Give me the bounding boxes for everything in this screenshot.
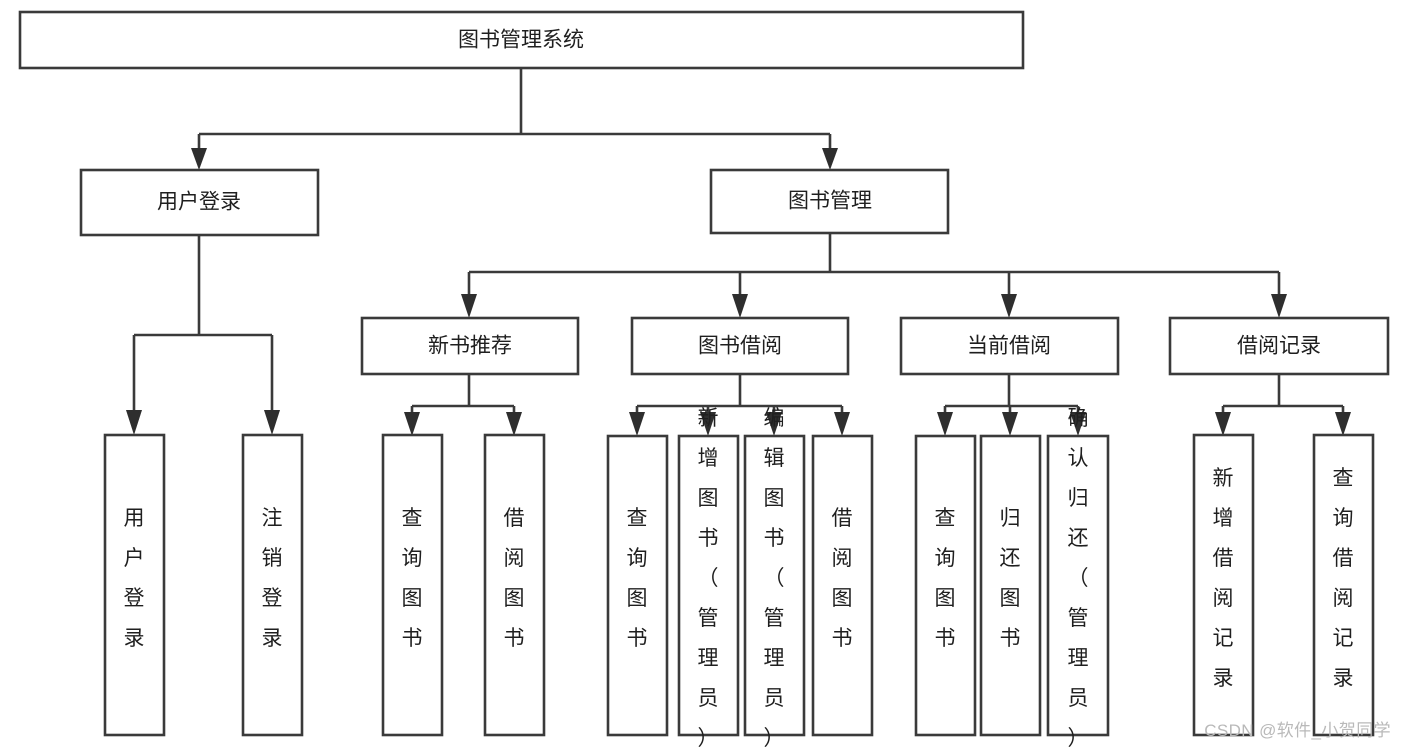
node-leaf-edit-book[interactable]: 编辑图书（管理员） — [743, 407, 806, 747]
node-book-borrow-label: 图书借阅 — [698, 335, 782, 358]
arrow-head-user-login — [191, 148, 207, 170]
node-new-book-recommend[interactable]: 新书推荐 — [360, 316, 580, 376]
connector-group-book-manage — [461, 233, 1287, 318]
node-borrow-record-label: 借阅记录 — [1237, 335, 1321, 358]
connector-group-new-book-recommend — [404, 374, 522, 436]
node-book-manage-label: 图书管理 — [788, 190, 872, 213]
node-leaf-query-book-2-label: 查询图书 — [627, 507, 648, 650]
arrow-head-leaf-query-book-3 — [937, 412, 953, 436]
node-leaf-query-book-1[interactable]: 查询图书 — [381, 433, 444, 737]
node-current-borrow-box[interactable] — [899, 316, 1120, 376]
node-root[interactable]: 图书管理系统 — [18, 10, 1025, 70]
node-leaf-query-book-3[interactable]: 查询图书 — [914, 434, 977, 737]
node-leaf-borrow-book-1-label: 借阅图书 — [504, 507, 525, 650]
arrow-head-leaf-confirm-return — [1070, 412, 1086, 436]
connector-group-current-borrow — [937, 374, 1086, 436]
node-root-label: 图书管理系统 — [458, 29, 584, 52]
node-user-login[interactable]: 用户登录 — [79, 168, 320, 237]
node-leaf-return-book[interactable]: 归还图书 — [979, 434, 1042, 737]
node-leaf-user-login-box[interactable] — [103, 433, 166, 737]
connector-group-user-login — [126, 235, 280, 435]
node-leaf-add-record[interactable]: 新增借阅记录 — [1192, 433, 1255, 737]
node-leaf-user-login[interactable]: 用户登录 — [103, 433, 166, 737]
node-new-book-recommend-box[interactable] — [360, 316, 580, 376]
node-leaf-borrow-book-2-box[interactable] — [811, 434, 874, 737]
node-root-box[interactable] — [18, 10, 1025, 70]
node-leaf-user-login-label: 用户登录 — [124, 507, 145, 650]
arrow-head-borrow-record — [1271, 294, 1287, 318]
arrow-head-leaf-return-book — [1002, 412, 1018, 436]
node-user-login-box[interactable] — [79, 168, 320, 237]
node-leaf-query-book-2[interactable]: 查询图书 — [606, 434, 669, 737]
node-new-book-recommend-label: 新书推荐 — [428, 335, 512, 358]
connector-group-book-borrow — [629, 374, 850, 436]
node-leaf-logout[interactable]: 注销登录 — [241, 433, 304, 737]
arrow-head-leaf-add-record — [1215, 412, 1231, 436]
arrow-head-leaf-user-login — [126, 410, 142, 435]
node-user-login-label: 用户登录 — [157, 191, 241, 214]
connector-group-root — [191, 68, 838, 170]
node-book-manage[interactable]: 图书管理 — [709, 168, 950, 235]
node-leaf-edit-book-label: 编辑图书（管理员） — [764, 407, 785, 747]
node-leaf-query-book-1-label: 查询图书 — [402, 507, 423, 650]
node-leaf-borrow-book-2[interactable]: 借阅图书 — [811, 434, 874, 737]
node-leaf-confirm-return-label: 确认归还（管理员） — [1068, 407, 1089, 747]
arrow-head-leaf-query-book-2 — [629, 412, 645, 436]
node-leaf-logout-box[interactable] — [241, 433, 304, 737]
node-leaf-query-record-label: 查询借阅记录 — [1333, 467, 1354, 690]
node-leaf-add-book-label: 新增图书（管理员） — [698, 407, 719, 747]
node-leaf-confirm-return-box[interactable] — [1046, 434, 1110, 737]
node-book-manage-box[interactable] — [709, 168, 950, 235]
arrow-head-leaf-edit-book — [766, 412, 782, 436]
arrow-head-leaf-add-book — [700, 412, 716, 436]
node-leaf-borrow-book-2-label: 借阅图书 — [832, 507, 853, 650]
node-leaf-add-record-box[interactable] — [1192, 433, 1255, 737]
node-borrow-record[interactable]: 借阅记录 — [1168, 316, 1390, 376]
node-leaf-query-book-3-box[interactable] — [914, 434, 977, 737]
node-current-borrow-label: 当前借阅 — [967, 335, 1051, 358]
arrow-head-leaf-query-record — [1335, 412, 1351, 436]
arrow-head-current-borrow — [1001, 294, 1017, 318]
node-leaf-query-book-1-box[interactable] — [381, 433, 444, 737]
node-current-borrow[interactable]: 当前借阅 — [899, 316, 1120, 376]
csdn-watermark: CSDN @软件_小贺同学 — [1204, 721, 1391, 740]
node-leaf-add-record-label: 新增借阅记录 — [1213, 467, 1234, 690]
node-leaf-query-book-3-label: 查询图书 — [935, 507, 956, 650]
node-leaf-borrow-book-1[interactable]: 借阅图书 — [483, 433, 546, 737]
node-book-borrow-box[interactable] — [630, 316, 850, 376]
node-leaf-logout-label: 注销登录 — [262, 507, 283, 650]
node-leaf-confirm-return[interactable]: 确认归还（管理员） — [1046, 407, 1110, 747]
node-book-borrow[interactable]: 图书借阅 — [630, 316, 850, 376]
node-leaf-query-record-box[interactable] — [1312, 433, 1375, 737]
node-leaf-add-book[interactable]: 新增图书（管理员） — [677, 407, 740, 747]
node-leaf-query-record[interactable]: 查询借阅记录 — [1312, 433, 1375, 737]
node-leaf-edit-book-box[interactable] — [743, 434, 806, 737]
arrow-head-leaf-borrow-book-1 — [506, 412, 522, 436]
arrow-head-leaf-logout — [264, 410, 280, 435]
arrow-head-new-book-recommend — [461, 294, 477, 318]
node-leaf-query-book-2-box[interactable] — [606, 434, 669, 737]
arrow-head-leaf-borrow-book-2 — [834, 412, 850, 436]
connector-group-borrow-record — [1215, 374, 1351, 436]
node-leaf-return-book-box[interactable] — [979, 434, 1042, 737]
node-borrow-record-box[interactable] — [1168, 316, 1390, 376]
node-leaf-add-book-box[interactable] — [677, 434, 740, 737]
arrow-head-book-borrow — [732, 294, 748, 318]
node-leaf-return-book-label: 归还图书 — [1000, 507, 1021, 650]
node-leaf-borrow-book-1-box[interactable] — [483, 433, 546, 737]
arrow-head-book-manage — [822, 148, 838, 170]
arrow-head-leaf-query-book-1 — [404, 412, 420, 436]
